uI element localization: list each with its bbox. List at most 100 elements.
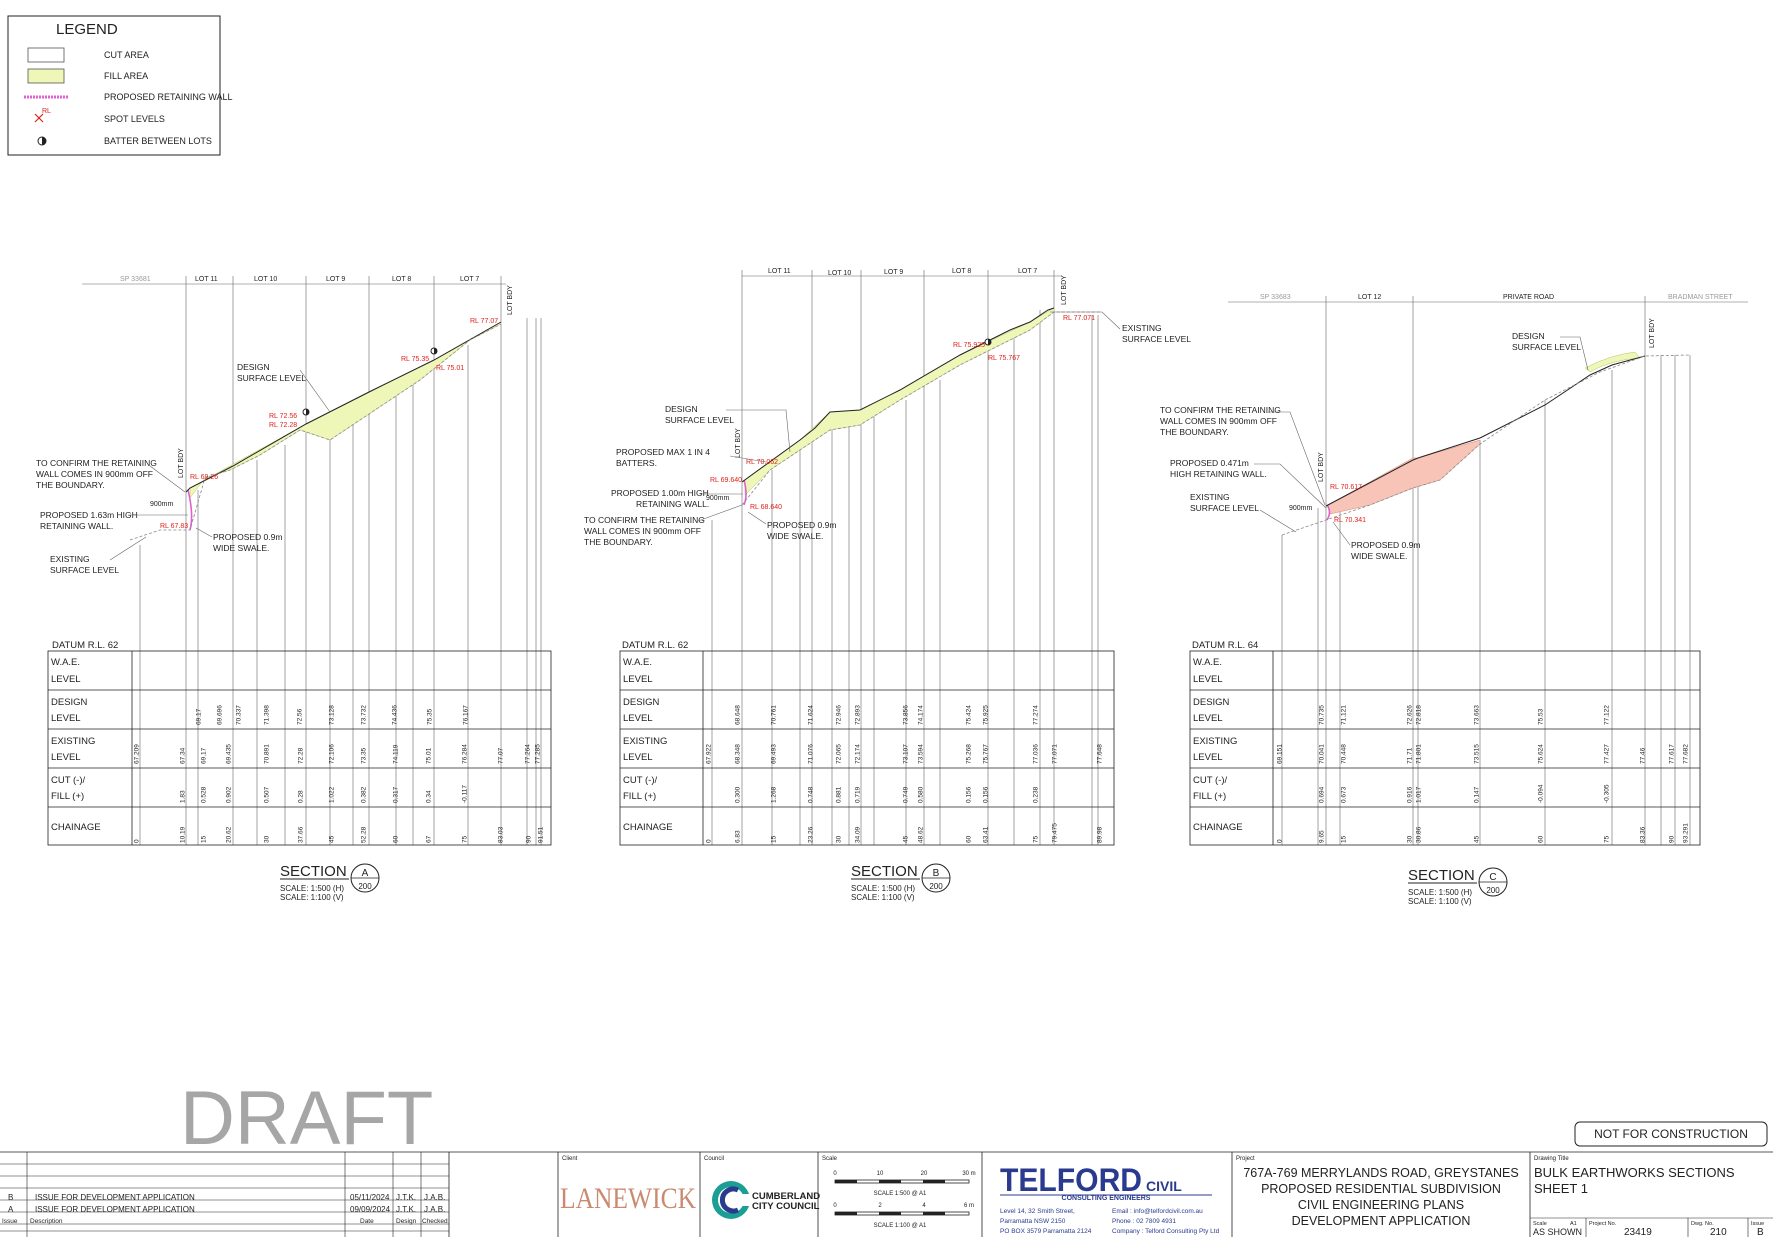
section-c-note-swale-2: WIDE SWALE. — [1351, 551, 1407, 561]
rev-b-checked: J.A.B. — [424, 1193, 445, 1202]
section-c-design-value: 72.626 — [1407, 705, 1414, 725]
section-a-chainage-value: 30 — [264, 835, 271, 843]
section-c-chainage-value: 30.86 — [1416, 826, 1423, 843]
rev-b-description: ISSUE FOR DEVELOPMENT APPLICATION — [35, 1193, 195, 1202]
scale-2-tick-0: 0 — [833, 1203, 837, 1209]
section-b-chainage-value: 34.09 — [855, 826, 862, 843]
section-b-note-900: 900mm — [706, 495, 730, 502]
section-c-note-exist-1: EXISTING — [1190, 492, 1230, 502]
section-c-top-label-road: PRIVATE ROAD — [1503, 294, 1554, 301]
section-b-cutfill-value: 0.580 — [918, 786, 925, 803]
rev-b-design: J.T.K. — [396, 1193, 416, 1202]
section-a-existing-surface — [129, 323, 502, 541]
section-b-design-value: 77.274 — [1033, 705, 1040, 725]
section-b-existing-value: 68.348 — [735, 744, 742, 764]
section-a-title: SECTION — [280, 863, 347, 880]
section-c-note-exist-2: SURFACE LEVEL — [1190, 503, 1259, 513]
section-a-spot-1: RL 69.26 — [190, 474, 218, 481]
section-a-existing-value: 67.209 — [134, 744, 141, 764]
section-a-top-label-lot11: LOT 11 — [195, 276, 218, 283]
row-label-existing: EXISTING — [51, 736, 95, 747]
section-c-existing-value: 77.427 — [1604, 744, 1611, 764]
section-a-title-block: SECTION A 200 SCALE: 1:500 (H) SCALE: 1:… — [280, 863, 380, 902]
telford-contact-1: Email : info@telfordcivil.com.au — [1112, 1208, 1203, 1215]
drawing-sheet-size: A1 — [1570, 1221, 1577, 1227]
section-c-chainage-value: 9.65 — [1319, 830, 1326, 843]
section-a-existing-value: 72.28 — [298, 747, 305, 764]
section-a-cutfill-value: 0.317 — [393, 786, 400, 803]
section-b-existing-value: 77.036 — [1033, 744, 1040, 764]
dwg-no-label: Dwg. No. — [1691, 1221, 1714, 1227]
scale-2-tick-3: 6 m — [964, 1203, 974, 1209]
section-a-cutfill-value: 0.902 — [226, 786, 233, 803]
section-b-sheet: 200 — [929, 882, 943, 891]
section-b-lot-bdy-2: LOT BDY — [1061, 275, 1068, 305]
section-a-existing-value: 74.119 — [393, 744, 400, 764]
section-b-design-value: 73.856 — [903, 705, 910, 725]
telford-address-2: Parramatta NSW 2150 — [1000, 1218, 1066, 1225]
row-label-cutfill-2: FILL (+) — [51, 791, 84, 802]
section-a-existing-value: 73.35 — [361, 747, 368, 764]
row-label-design: DESIGN — [1193, 697, 1230, 708]
section-a-datum: DATUM R.L. 62 — [52, 640, 118, 651]
section-c-chainage-value: 93.291 — [1683, 823, 1690, 843]
section-a-spot-5: RL 75.35 — [401, 356, 429, 363]
section-b-note-batter-1: PROPOSED MAX 1 IN 4 — [616, 447, 710, 457]
section-a-spot-7: RL 77.07 — [470, 318, 498, 325]
section-c-note-design-2: SURFACE LEVEL — [1512, 342, 1581, 352]
section-c-existing-value: 71.71 — [1407, 747, 1414, 764]
row-label-chainage: CHAINAGE — [1193, 822, 1243, 833]
dwg-no: 210 — [1710, 1227, 1727, 1237]
scale-2-label: SCALE 1:100 @ A1 — [874, 1223, 927, 1229]
section-b-existing-value: 72.065 — [836, 744, 843, 764]
section-a-chainage-value: 67 — [426, 835, 433, 843]
section-a-chainage-value: 90 — [526, 835, 533, 843]
section-b-note-swale-2: WIDE SWALE. — [767, 531, 823, 541]
not-for-construction-text: NOT FOR CONSTRUCTION — [1594, 1127, 1748, 1141]
section-b-scale-h: SCALE: 1:500 (H) — [851, 884, 915, 893]
section-b-design-value: 71.624 — [808, 705, 815, 725]
telford-logo: TELFORD — [1000, 1162, 1142, 1198]
rev-header-issue: Issue — [2, 1218, 18, 1225]
section-a-row-labels: W.A.E. LEVEL DESIGN LEVEL EXISTING LEVEL… — [51, 657, 101, 833]
section-c-cutfill-value: 0.147 — [1474, 786, 1481, 803]
section-b-top-label-lot11: LOT 11 — [768, 268, 791, 275]
section-c-cutfill-value: 1.017 — [1416, 786, 1423, 803]
section-a-note-design-2: SURFACE LEVEL — [237, 373, 306, 383]
section-a-id: A — [362, 868, 369, 879]
section-b-id: B — [933, 868, 940, 879]
legend-item-fill: FILL AREA — [104, 71, 148, 81]
row-label-design-2: LEVEL — [623, 713, 653, 724]
section-c-existing-value: 70.041 — [1319, 744, 1326, 764]
row-label-existing-2: LEVEL — [623, 752, 653, 763]
draft-watermark: DRAFT — [180, 1076, 433, 1161]
section-c-scale-v: SCALE: 1:100 (V) — [1408, 897, 1472, 906]
section-c-datum: DATUM R.L. 64 — [1192, 640, 1258, 651]
row-label-wae: W.A.E. — [1193, 657, 1222, 668]
scale-1-label: SCALE 1:500 @ A1 — [874, 1191, 927, 1197]
legend-item-cut: CUT AREA — [104, 50, 149, 60]
section-b-design-value: 75.424 — [966, 705, 973, 725]
section-a-spot-4: RL 72.28 — [269, 422, 297, 429]
section-c-fill-area — [1584, 351, 1641, 373]
section-a-note-confirm-3: THE BOUNDARY. — [36, 480, 105, 490]
section-b-spot-3: RL 68.640 — [750, 504, 782, 511]
section-a-note-confirm-1: TO CONFIRM THE RETAINING — [36, 458, 157, 468]
section-b-chainage-value: 23.26 — [808, 826, 815, 843]
scale-2-tick-2: 4 — [922, 1203, 926, 1209]
section-c-chainage-value: 0 — [1277, 839, 1284, 843]
rev-a-date: 09/09/2024 — [350, 1205, 391, 1214]
section-b-chainage-value: 15 — [771, 835, 778, 843]
section-b-existing-value: 72.174 — [855, 744, 862, 764]
project-block: Project 767A-769 MERRYLANDS ROAD, GREYST… — [1236, 1156, 1519, 1228]
rev-header-design: Design — [396, 1218, 417, 1225]
section-a-note-confirm-2: WALL COMES IN 900mm OFF — [36, 469, 153, 479]
section-a-cutfill-value: 0.28 — [298, 790, 305, 803]
section-c-design-value: 75.53 — [1538, 708, 1545, 725]
section-b-title-block: SECTION B 200 SCALE: 1:500 (H) SCALE: 1:… — [851, 863, 951, 902]
